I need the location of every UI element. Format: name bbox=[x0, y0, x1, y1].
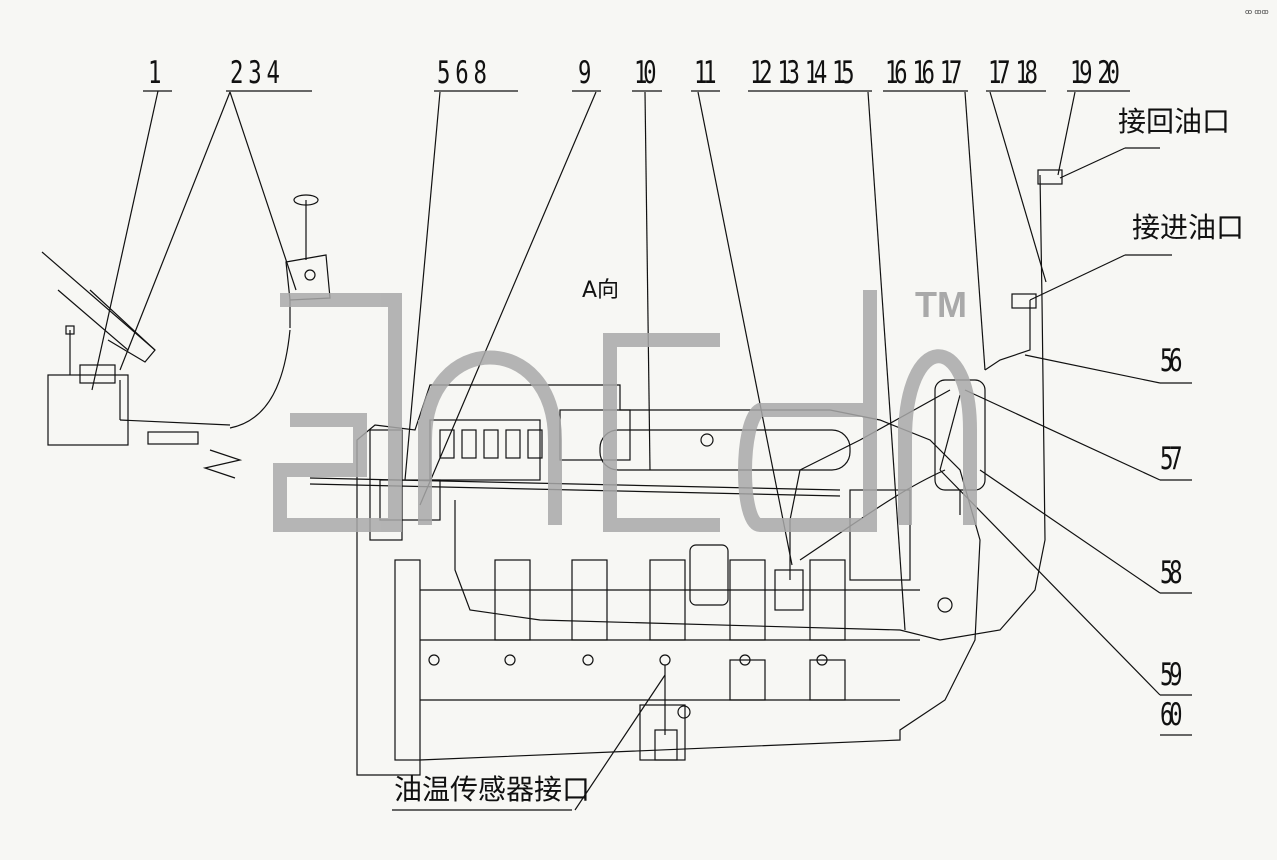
callout-58: 58 bbox=[1160, 555, 1183, 591]
callout-10: 10 bbox=[634, 55, 657, 91]
callout-5-6-8: 5 6 8 bbox=[437, 55, 487, 91]
label-return-port: 接回油口 bbox=[1118, 105, 1231, 138]
callout-56: 56 bbox=[1160, 343, 1183, 379]
callout-17-18: 17 18 bbox=[988, 55, 1038, 91]
corner-mark: ꝏ ꝏꝏ bbox=[1245, 8, 1269, 16]
fuel-lines bbox=[454, 169, 1063, 641]
callout-19-20: 19 20 bbox=[1070, 55, 1120, 91]
callout-1: 1 bbox=[148, 55, 161, 91]
callout-11: 11 bbox=[694, 55, 717, 91]
callout-59: 59 bbox=[1160, 657, 1183, 693]
label-view-direction: A向 bbox=[582, 278, 620, 303]
throttle-handle bbox=[285, 194, 331, 328]
pedal-assembly bbox=[41, 251, 291, 479]
callout-9: 9 bbox=[578, 55, 591, 91]
oil-temp-sensor bbox=[654, 665, 691, 761]
callout-57: 57 bbox=[1160, 441, 1183, 477]
leader-lines bbox=[91, 90, 1161, 811]
label-inlet-port: 接进油口 bbox=[1132, 211, 1245, 244]
callout-12-15: 12 13 14 15 bbox=[750, 55, 855, 91]
label-oil-temp-port: 油温传感器接口 bbox=[394, 773, 591, 806]
callout-2-3-4: 2 3 4 bbox=[230, 55, 280, 91]
watermark-logo bbox=[273, 290, 977, 532]
engine-outline bbox=[309, 384, 981, 776]
callout-underlines bbox=[143, 90, 1192, 811]
callout-60: 60 bbox=[1160, 697, 1183, 733]
watermark-tm: TM bbox=[915, 284, 967, 325]
callout-16-17: 16 16 17 bbox=[885, 55, 962, 91]
